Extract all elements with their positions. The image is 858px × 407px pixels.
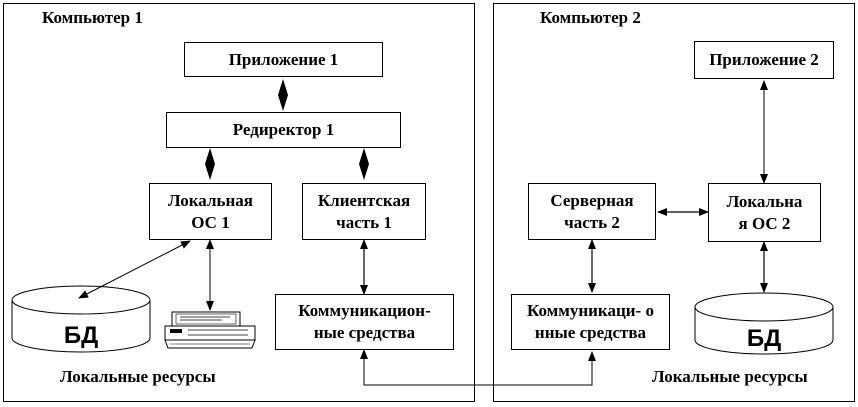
comm-means-2-line1: Коммуникаци- о <box>527 301 654 320</box>
arrow-redirector-client1 <box>359 148 369 180</box>
arrow-app1-redirector <box>278 79 288 111</box>
local-os-1-line1: Локальная <box>168 190 253 210</box>
arrow-redirector-localos1 <box>205 148 215 180</box>
local-os-1-box: Локальная ОС 1 <box>149 183 272 240</box>
computer-2-title: Компьютер 2 <box>540 8 641 27</box>
server-part-2-line1: Серверная <box>550 190 634 210</box>
database-1-icon: БД <box>11 285 151 353</box>
application-2-label: Приложение 2 <box>709 50 819 69</box>
client-part-1-box: Клиентская часть 1 <box>302 183 426 240</box>
comm-means-2-line2: нные средства <box>534 323 647 342</box>
client-part-1-line1: Клиентская <box>317 190 411 210</box>
local-os-2-box: Локальна я ОС 2 <box>708 183 821 242</box>
comm-means-2-box: Коммуникаци- о нные средства <box>511 294 670 350</box>
local-os-2-line1: Локальна <box>726 191 803 211</box>
server-part-2-box: Серверная часть 2 <box>528 183 656 240</box>
application-1-label: Приложение 1 <box>228 49 339 69</box>
redirector-1-box: Редиректор 1 <box>166 112 401 148</box>
printer-icon <box>164 311 256 349</box>
local-resources-2-label: Локальные ресурсы <box>652 367 808 386</box>
local-resources-1-label: Локальные ресурсы <box>60 367 216 386</box>
computer-1-title: Компьютер 1 <box>42 8 143 27</box>
client-part-1-line2: часть 1 <box>336 212 392 232</box>
database-1-label: БД <box>64 322 98 349</box>
local-os-2-line2: я ОС 2 <box>738 213 791 233</box>
arrow-localos1-db1 <box>78 240 191 299</box>
local-os-1-line2: ОС 1 <box>191 212 230 232</box>
application-1-box: Приложение 1 <box>184 42 383 77</box>
application-2-box: Приложение 2 <box>694 41 834 79</box>
comm-means-1-line2: ные средства <box>313 323 416 342</box>
network-link <box>360 349 596 386</box>
comm-means-1-line1: Коммуникацион- <box>298 301 431 320</box>
database-2-label: БД <box>747 325 781 352</box>
server-part-2-line2: часть 2 <box>564 212 620 232</box>
comm-means-1-box: Коммуникацион- ные средства <box>275 294 454 350</box>
redirector-1-label: Редиректор 1 <box>232 120 335 139</box>
database-2-icon: БД <box>694 292 834 355</box>
